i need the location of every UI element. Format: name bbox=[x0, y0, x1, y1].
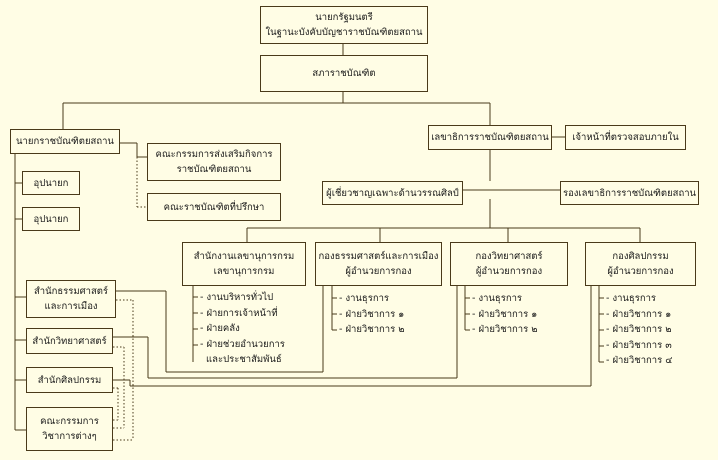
node-president: นายกราชบัณฑิตยสถาน bbox=[10, 129, 120, 154]
list-item: ฝ่ายวิชาการ ๔ bbox=[606, 353, 672, 369]
node-advisory-committee: คณะราชบัณฑิตที่ปรึกษา bbox=[147, 193, 281, 221]
node-royal-council: สภาราชบัณฑิต bbox=[260, 55, 428, 92]
list-item: ฝ่ายวิชาการ ๒ bbox=[472, 322, 537, 338]
node-internal-audit: เจ้าหน้าที่ตรวจสอบภายใน bbox=[565, 125, 686, 150]
secretary-office-units: งานบริหารทั่วไป ฝ่ายการเจ้าหน้าที่ ฝ่ายค… bbox=[200, 290, 285, 368]
node-prime-minister: นายกรัฐมนตรี ในฐานะบังคับบัญชาราชบัณฑิตย… bbox=[260, 6, 428, 44]
list-item: งานธุรการ bbox=[606, 291, 672, 307]
node-vice-president-1: อุปนายก bbox=[22, 171, 80, 195]
node-academy-moral-political: สำนักธรรมศาสตร์ และการเมือง bbox=[26, 280, 116, 318]
arts-division-units: งานธุรการ ฝ่ายวิชาการ ๑ ฝ่ายวิชาการ ๒ ฝ่… bbox=[606, 291, 672, 369]
list-item: ฝ่ายคลัง bbox=[200, 321, 285, 337]
node-secretary-general: เลขาธิการราชบัณฑิตยสถาน bbox=[428, 125, 552, 150]
list-item: ฝ่ายช่วยอำนวยการ bbox=[200, 337, 284, 353]
node-arts-division: กองศิลปกรรม ผู้อำนวยการกอง bbox=[585, 242, 696, 286]
list-item: ฝ่ายการเจ้าหน้าที่ bbox=[200, 306, 285, 322]
node-deputy-secretary: รองเลขาธิการราชบัณฑิตยสถาน bbox=[560, 181, 699, 205]
list-item: ฝ่ายวิชาการ ๑ bbox=[606, 307, 672, 323]
node-science-division: กองวิทยาศาสตร์ ผู้อำนวยการกอง bbox=[450, 242, 568, 286]
node-promotion-committee: คณะกรรมการส่งเสริมกิจการ ราชบัณฑิตยสถาน bbox=[147, 143, 281, 181]
list-item: งานธุรการ bbox=[339, 291, 405, 307]
node-vice-president-2: อุปนายก bbox=[22, 207, 80, 231]
node-moral-political-division: กองธรรมศาสตร์และการเมือง ผู้อำนวยการกอง bbox=[315, 242, 442, 286]
list-item: และประชาสัมพันธ์ bbox=[206, 354, 282, 365]
list-item: ฝ่ายวิชาการ ๒ bbox=[606, 322, 672, 338]
node-academic-committees: คณะกรรมการ วิชาการต่างๆ bbox=[26, 407, 113, 451]
list-item: งานบริหารทั่วไป bbox=[200, 290, 285, 306]
node-arts-expert: ผู้เชี่ยวชาญเฉพาะด้านวรรณศิลป์ bbox=[322, 181, 463, 205]
list-item: ฝ่ายวิชาการ ๑ bbox=[339, 307, 405, 323]
moral-political-division-units: งานธุรการ ฝ่ายวิชาการ ๑ ฝ่ายวิชาการ ๒ bbox=[339, 291, 405, 338]
list-item: ฝ่ายวิชาการ ๓ bbox=[606, 338, 672, 354]
node-academy-science: สำนักวิทยาศาสตร์ bbox=[26, 328, 113, 354]
list-item: งานธุรการ bbox=[472, 291, 538, 307]
science-division-units: งานธุรการ ฝ่ายวิชาการ ๑ ฝ่ายวิชาการ ๒ bbox=[472, 291, 538, 338]
node-secretary-office: สำนักงานเลขานุการกรม เลขานุการกรม bbox=[182, 242, 306, 286]
node-academy-arts: สำนักศิลปกรรม bbox=[26, 367, 113, 393]
list-item: ฝ่ายวิชาการ ๑ bbox=[472, 307, 538, 323]
list-item: ฝ่ายวิชาการ ๒ bbox=[339, 322, 404, 338]
